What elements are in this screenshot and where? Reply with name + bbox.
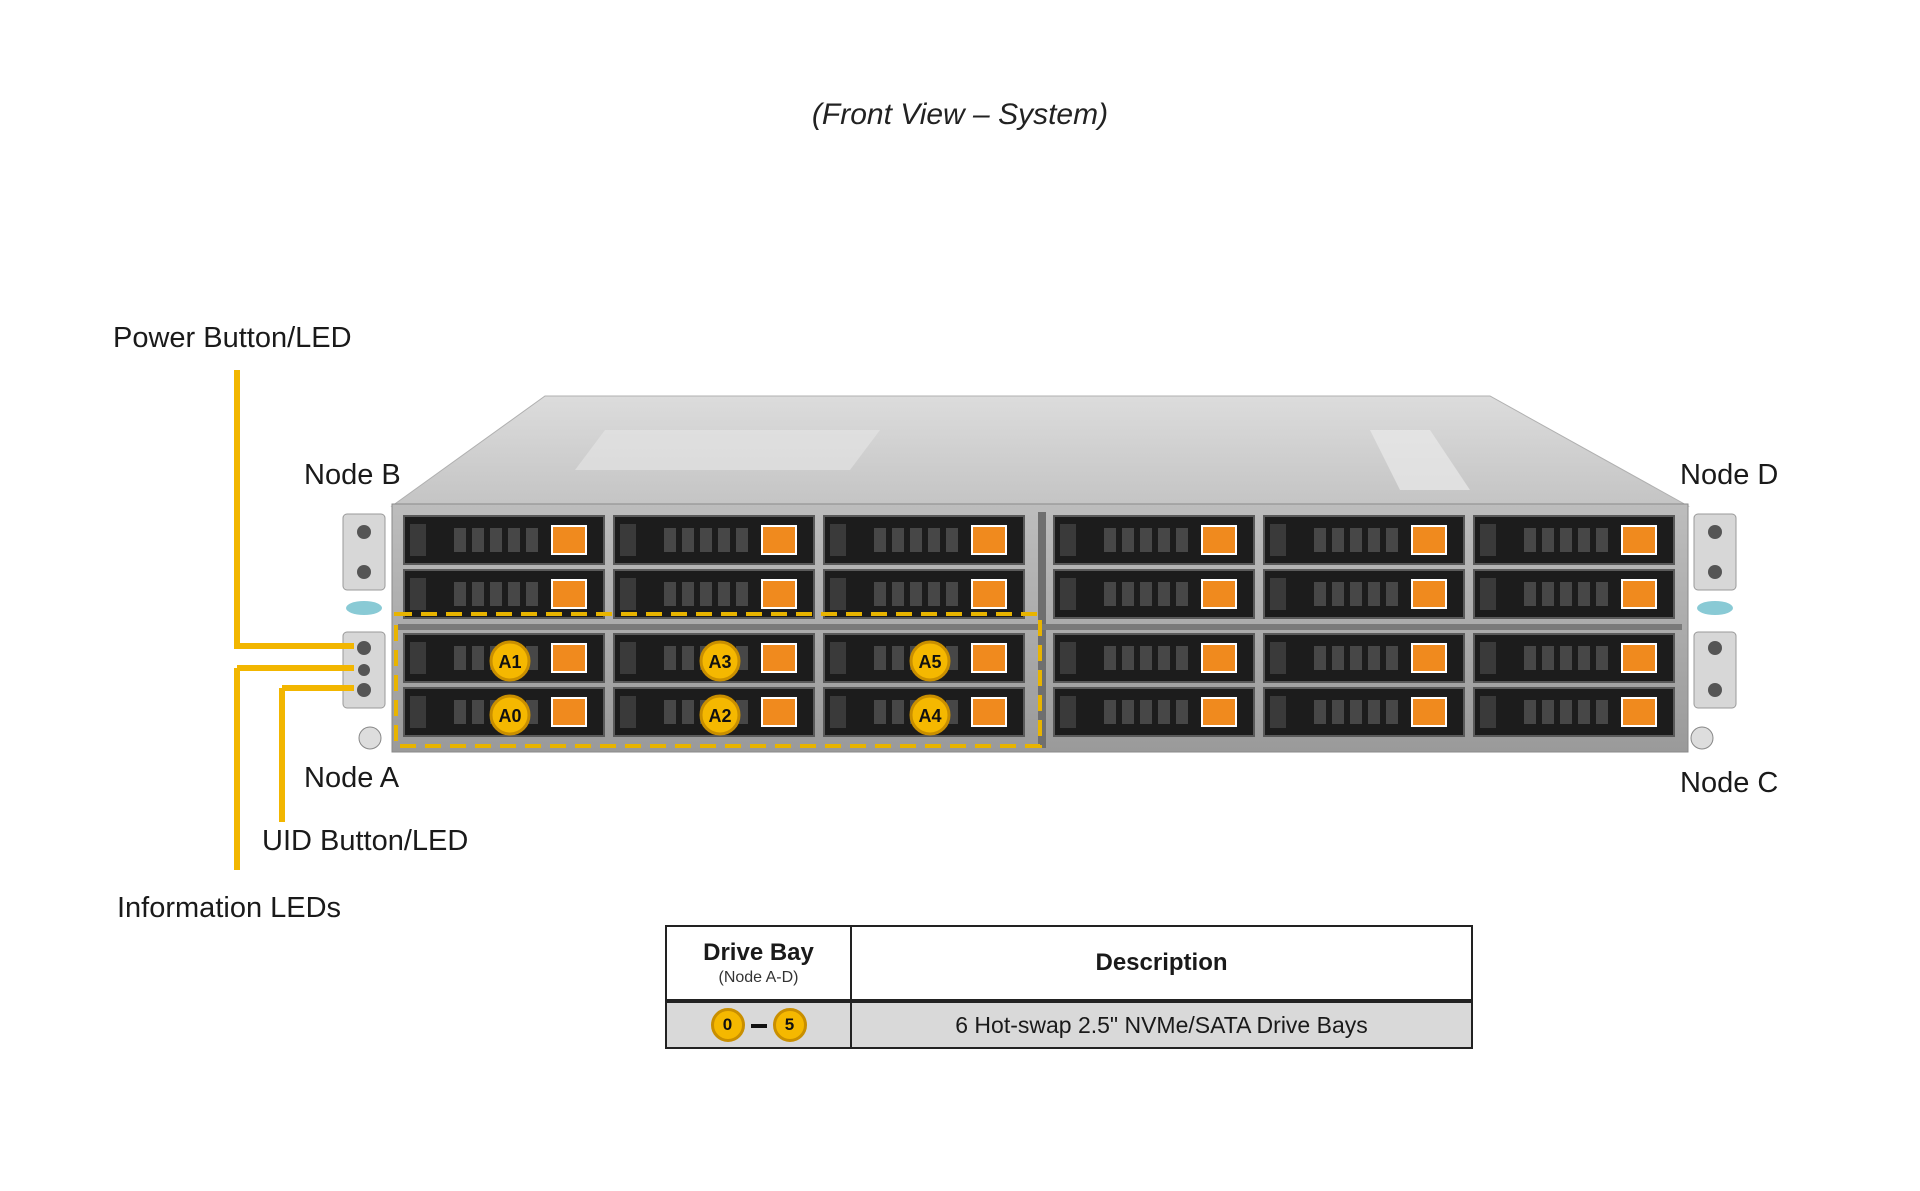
chassis-top-panel [1370,430,1470,490]
right-ear-bottom [1693,631,1737,709]
bay-badge-label: A3 [708,652,731,672]
drive-bay [1263,687,1465,737]
range-dash [750,1023,767,1028]
drive-bay [613,515,815,565]
bay-badge-label: A0 [498,706,521,726]
drive-bay [1473,687,1675,737]
node-b-label: Node B [304,459,401,491]
drive-bay [1053,687,1255,737]
legend-col-drive-bay: Drive Bay (Node A-D) [667,927,852,999]
node-c-label: Node C [1680,767,1779,799]
bay-badge-end: 5 [772,1008,807,1042]
chassis-top-panel [575,430,880,470]
drive-bay [1473,633,1675,683]
legend-row-desc-cell: 6 Hot-swap 2.5" NVMe/SATA Drive Bays [852,1003,1471,1047]
drive-bay [1053,569,1255,619]
drive-bay [1053,633,1255,683]
bay-badge-circle [489,694,531,736]
bay-badge-circle [909,640,951,682]
node-d-label: Node D [1680,459,1779,491]
bay-badge-circle [489,640,531,682]
bay-badge-circle [699,640,741,682]
drive-bay [1473,569,1675,619]
bay-badge-label: A5 [918,652,941,672]
bay-badge-start: 0 [710,1008,745,1042]
figure-caption: (Front View – System) [811,98,1109,131]
information-leds-label: Information LEDs [117,892,342,924]
legend-col-description: Description [852,927,1471,999]
node-a-highlight [394,612,1042,748]
bay-badge-circle [699,694,741,736]
bay-badge-label: A2 [708,706,731,726]
drive-bay [1053,515,1255,565]
uid-button-label: UID Button/LED [262,825,469,857]
legend-description: 6 Hot-swap 2.5" NVMe/SATA Drive Bays [955,1012,1368,1038]
bay-badge-label: A1 [498,652,521,672]
drive-bay [613,569,815,619]
drive-bays [403,515,1675,737]
drive-bay [823,515,1025,565]
legend-col2-title: Description [1095,949,1228,976]
drive-bay [1263,515,1465,565]
drive-bay [1263,633,1465,683]
power-button-label: Power Button/LED [113,322,352,354]
drive-bay [403,569,605,619]
bay-badge-label: A4 [918,706,941,726]
legend-col1-subtitle: (Node A-D) [718,969,799,986]
chassis-top [390,395,1690,507]
bay-badge-circle [909,694,951,736]
right-ear-top [1693,513,1737,591]
legend-header: Drive Bay (Node A-D) Description [667,927,1471,1003]
drive-bay [1263,569,1465,619]
drive-bay [823,569,1025,619]
drive-bay [1473,515,1675,565]
node-a-label: Node A [304,762,400,794]
drive-bay [403,515,605,565]
legend-col1-title: Drive Bay [703,939,814,966]
